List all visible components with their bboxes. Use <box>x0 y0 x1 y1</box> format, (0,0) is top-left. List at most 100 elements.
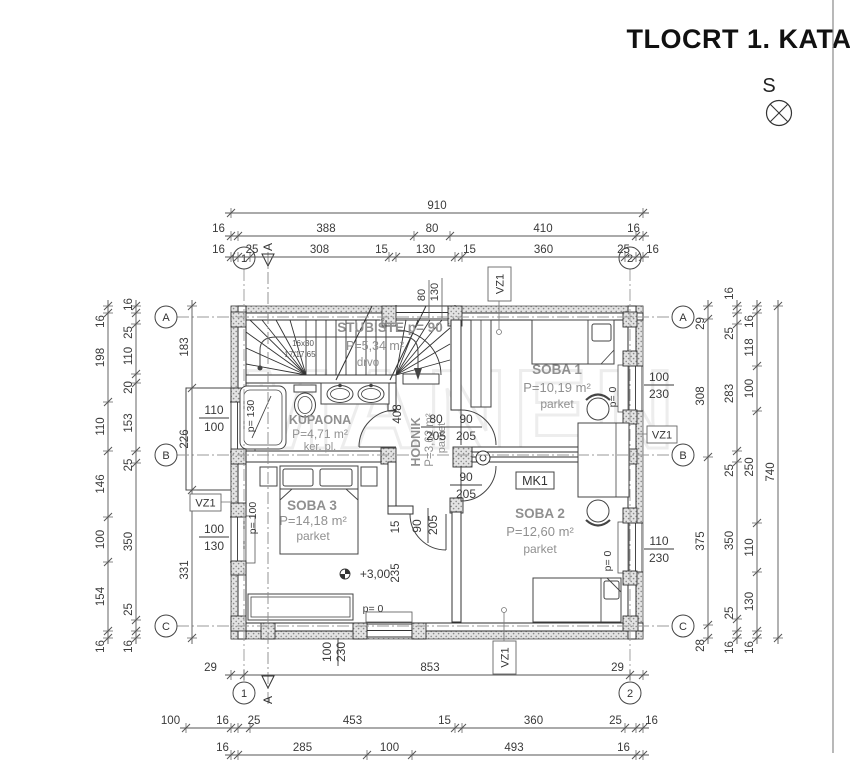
svg-text:100: 100 <box>161 715 180 727</box>
svg-text:29: 29 <box>611 662 624 674</box>
svg-text:16: 16 <box>123 640 135 653</box>
svg-text:1: 1 <box>241 688 247 700</box>
svg-text:410: 410 <box>533 223 552 235</box>
svg-text:16: 16 <box>212 223 225 235</box>
svg-text:285: 285 <box>293 742 312 754</box>
svg-text:25: 25 <box>609 715 622 727</box>
svg-text:110: 110 <box>649 534 668 548</box>
svg-text:230: 230 <box>649 387 669 401</box>
svg-text:130: 130 <box>416 244 435 256</box>
svg-text:VZ1: VZ1 <box>500 647 512 667</box>
svg-text:parket: parket <box>296 529 330 543</box>
svg-text:25: 25 <box>724 607 736 620</box>
svg-text:A: A <box>162 312 170 324</box>
svg-text:+3,00: +3,00 <box>360 567 391 581</box>
svg-text:25: 25 <box>246 244 259 256</box>
svg-text:110: 110 <box>204 403 223 417</box>
svg-text:STUBIŠTE p= 90: STUBIŠTE p= 90 <box>337 320 442 335</box>
svg-text:205: 205 <box>456 487 476 501</box>
svg-text:100: 100 <box>380 742 399 754</box>
svg-text:16: 16 <box>216 715 229 727</box>
svg-text:parket: parket <box>540 397 574 411</box>
svg-text:16: 16 <box>123 298 135 311</box>
svg-text:15: 15 <box>390 521 402 534</box>
svg-text:100: 100 <box>649 370 669 384</box>
svg-text:130: 130 <box>744 592 756 611</box>
svg-text:16: 16 <box>95 640 107 653</box>
svg-text:25: 25 <box>724 327 736 340</box>
svg-text:16x30: 16x30 <box>292 339 314 348</box>
svg-text:MK1: MK1 <box>522 474 548 488</box>
svg-text:230: 230 <box>649 551 669 565</box>
svg-text:VZ1: VZ1 <box>495 274 507 294</box>
svg-text:p= 0: p= 0 <box>363 603 384 615</box>
svg-text:P=3,62 m²: P=3,62 m² <box>424 413 436 467</box>
svg-text:250: 250 <box>744 457 756 476</box>
svg-text:100: 100 <box>204 522 224 536</box>
svg-text:226: 226 <box>179 429 191 448</box>
svg-text:P=12,60 m²: P=12,60 m² <box>506 524 574 539</box>
svg-text:VZ1: VZ1 <box>195 498 215 510</box>
svg-text:16: 16 <box>645 715 658 727</box>
svg-text:910: 910 <box>427 200 446 212</box>
svg-text:350: 350 <box>123 532 135 551</box>
svg-text:360: 360 <box>534 244 553 256</box>
svg-text:P=10,19 m²: P=10,19 m² <box>523 380 591 395</box>
svg-text:16: 16 <box>646 244 659 256</box>
svg-text:15: 15 <box>375 244 388 256</box>
svg-text:16: 16 <box>724 641 736 654</box>
svg-text:100: 100 <box>95 530 107 549</box>
svg-text:16: 16 <box>744 315 756 328</box>
svg-text:VZ1: VZ1 <box>652 430 672 442</box>
doors <box>358 409 497 551</box>
svg-text:28: 28 <box>695 639 707 652</box>
svg-text:110: 110 <box>95 417 107 435</box>
svg-text:154: 154 <box>95 586 107 606</box>
svg-text:205: 205 <box>456 429 476 443</box>
svg-text:853: 853 <box>420 662 439 674</box>
svg-text:SOBA 3: SOBA 3 <box>287 498 337 513</box>
svg-text:29: 29 <box>695 317 707 330</box>
svg-text:15: 15 <box>438 715 451 727</box>
svg-text:2: 2 <box>627 688 633 700</box>
svg-text:740: 740 <box>765 462 777 481</box>
svg-text:90: 90 <box>459 412 473 426</box>
svg-text:100: 100 <box>320 642 334 662</box>
svg-text:375: 375 <box>695 531 707 550</box>
svg-text:110: 110 <box>123 347 135 365</box>
svg-text:90: 90 <box>459 470 473 484</box>
north-arrow: S <box>762 75 793 127</box>
svg-text:350: 350 <box>724 531 736 550</box>
svg-text:17/17,65: 17/17,65 <box>284 350 316 359</box>
svg-text:198: 198 <box>95 348 107 367</box>
svg-text:p= 0: p= 0 <box>602 550 614 571</box>
svg-text:p= 130: p= 130 <box>245 400 257 433</box>
svg-text:25: 25 <box>724 464 736 477</box>
svg-text:16: 16 <box>724 287 736 300</box>
svg-text:283: 283 <box>724 384 736 403</box>
svg-text:110: 110 <box>744 538 756 556</box>
svg-text:29: 29 <box>204 662 217 674</box>
svg-text:408: 408 <box>392 404 404 423</box>
svg-text:308: 308 <box>310 244 329 256</box>
svg-text:16: 16 <box>212 244 225 256</box>
svg-text:308: 308 <box>695 386 707 405</box>
svg-text:A: A <box>261 243 275 251</box>
svg-text:230: 230 <box>334 642 348 662</box>
svg-text:KUPAONA: KUPAONA <box>289 413 351 427</box>
svg-text:130: 130 <box>204 539 224 553</box>
svg-text:2: 2 <box>627 253 633 265</box>
svg-text:HODNIK: HODNIK <box>409 417 423 466</box>
svg-text:25: 25 <box>123 459 135 472</box>
svg-text:B: B <box>679 450 686 462</box>
svg-text:16: 16 <box>627 223 640 235</box>
svg-text:ker. pl.: ker. pl. <box>304 441 336 453</box>
svg-text:153: 153 <box>123 413 135 432</box>
svg-text:C: C <box>679 621 687 633</box>
svg-text:SOBA 1: SOBA 1 <box>532 362 582 377</box>
svg-text:100: 100 <box>744 379 756 398</box>
svg-text:25: 25 <box>617 244 630 256</box>
